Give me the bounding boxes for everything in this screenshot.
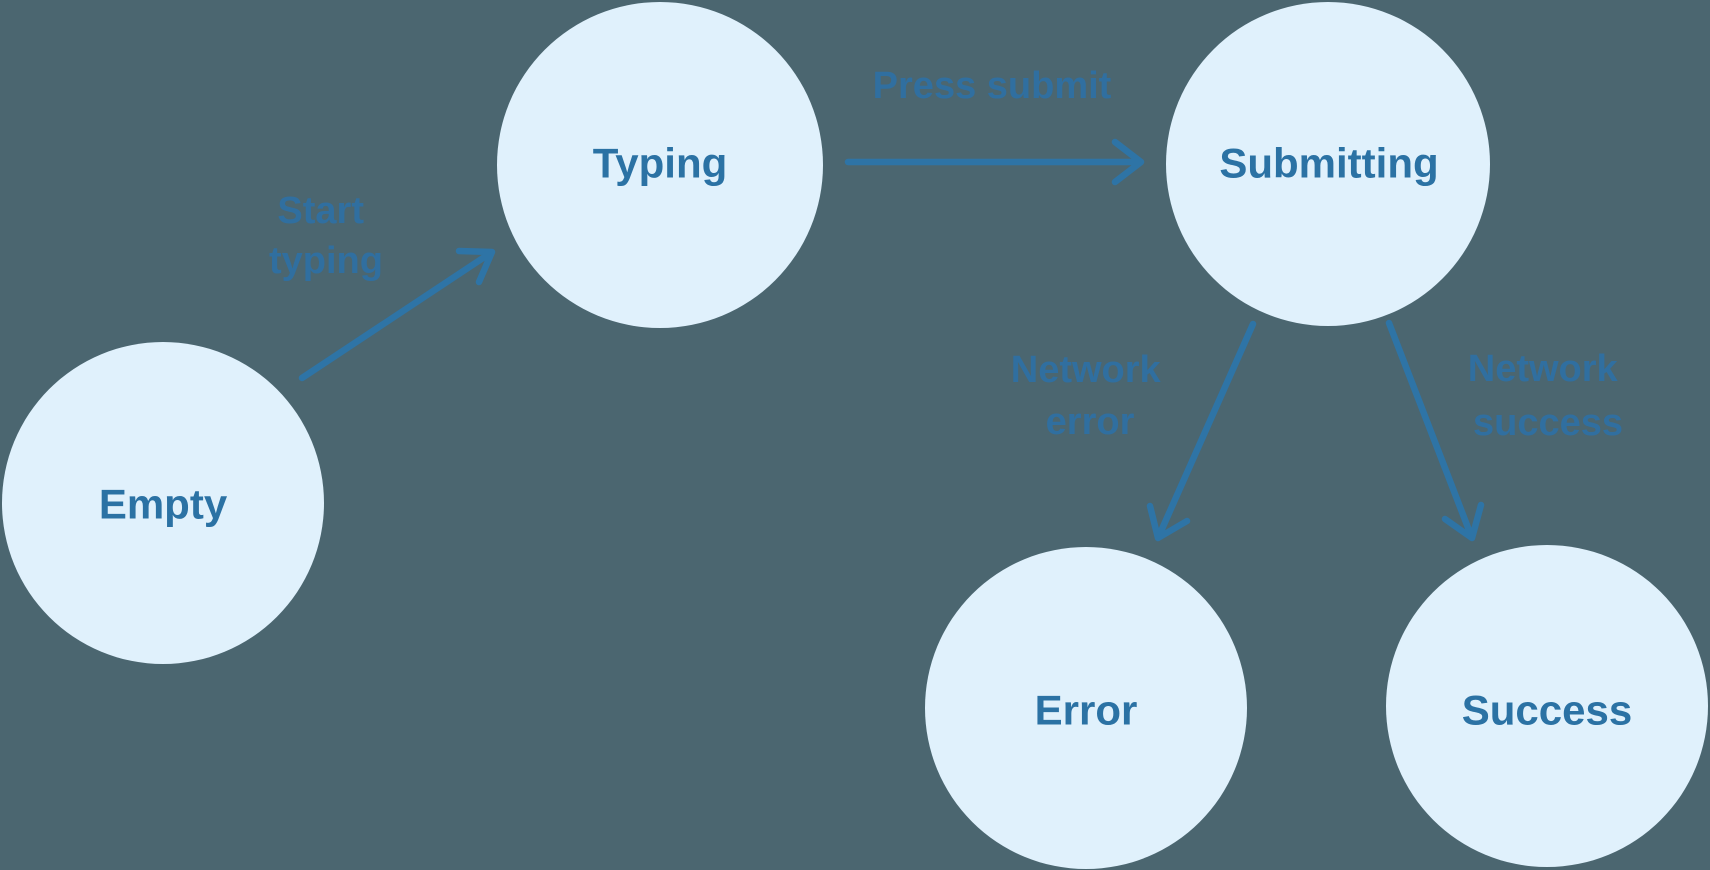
transition-label-line: Network bbox=[1468, 348, 1619, 390]
arrow-typing-to-submitting bbox=[844, 138, 1145, 186]
state-label-typing: Typing bbox=[593, 140, 728, 187]
transition-label-line: Press submit bbox=[873, 65, 1112, 107]
state-labels: Empty Typing Submitting Error Success bbox=[99, 140, 1632, 734]
state-node-submitting bbox=[1166, 2, 1490, 326]
arrow-empty-to-typing bbox=[298, 247, 496, 382]
state-label-error: Error bbox=[1035, 687, 1138, 734]
transition-labels: Start typing Press submit Network error … bbox=[269, 65, 1628, 444]
transition-arrows bbox=[298, 138, 1485, 542]
arrow-submitting-to-error bbox=[1146, 320, 1257, 542]
transition-label-line: typing bbox=[269, 240, 383, 282]
state-node-error bbox=[925, 547, 1247, 869]
state-label-empty: Empty bbox=[99, 481, 228, 528]
state-node-typing bbox=[497, 2, 823, 328]
transition-label-network-success: Network success bbox=[1468, 348, 1628, 444]
transition-label-network-error: Network error bbox=[1011, 349, 1171, 443]
transition-label-line: Network bbox=[1011, 349, 1162, 391]
transition-label-line: success bbox=[1473, 402, 1623, 444]
state-node-empty bbox=[2, 342, 324, 664]
state-label-submitting: Submitting bbox=[1219, 140, 1438, 187]
transition-label-line: Start bbox=[277, 190, 364, 232]
transition-label-start-typing: Start typing bbox=[269, 190, 383, 282]
arrow-submitting-to-success bbox=[1385, 319, 1485, 542]
state-label-success: Success bbox=[1462, 687, 1632, 734]
transition-label-line: error bbox=[1046, 401, 1135, 443]
transition-label-press-submit: Press submit bbox=[873, 65, 1112, 107]
state-node-success bbox=[1386, 545, 1708, 867]
